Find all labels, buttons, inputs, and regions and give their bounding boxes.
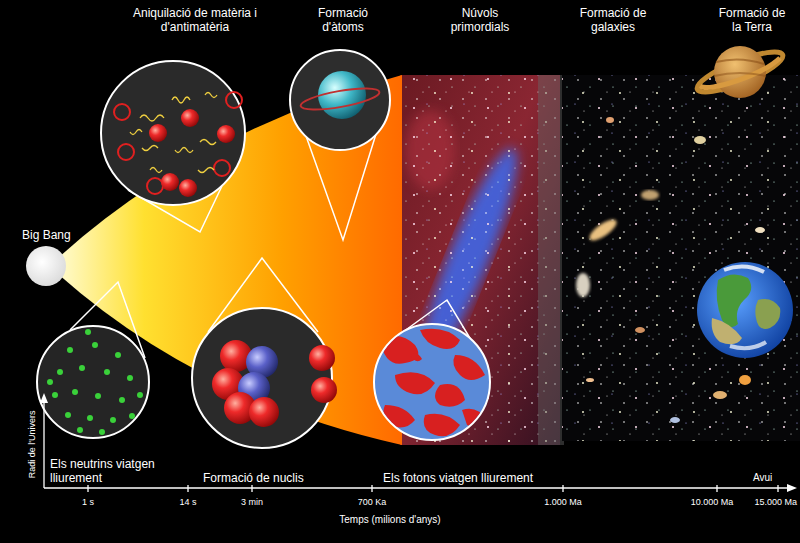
stage-label: Formació d'àtoms xyxy=(307,6,379,35)
axis-title: Temps (milions d'anys) xyxy=(339,514,440,526)
axis-tick-label: 1.000 Ma xyxy=(544,497,582,508)
axis-tick-label: 14 s xyxy=(179,497,196,508)
earth-planet xyxy=(697,262,793,358)
annihilation-circle xyxy=(101,61,245,205)
radius-axis xyxy=(40,393,48,488)
radiation-circle xyxy=(374,324,490,440)
axis-tick-label: 3 min xyxy=(241,497,263,508)
axis-tick-label: 700 Ka xyxy=(358,497,387,508)
axis-arrowhead xyxy=(787,484,797,492)
stage-label: Formació de galaxies xyxy=(577,6,649,35)
big-bang-circle xyxy=(26,246,66,286)
stage-label: Núvols primordials xyxy=(440,6,520,35)
origin-label: Big Bang xyxy=(22,228,71,242)
axis-tick-label: 1 s xyxy=(82,497,94,508)
axis-tick-label: 10.000 Ma xyxy=(691,497,734,508)
axis-tick-label: 15.000 Ma xyxy=(754,497,797,508)
axis-title: Radi de l'Univers xyxy=(28,410,39,478)
today-label: Avui xyxy=(753,472,772,484)
time-axis xyxy=(44,485,790,492)
saturn-planet xyxy=(693,45,787,100)
atom-circle xyxy=(290,50,390,150)
galaxy-field xyxy=(562,75,800,441)
era-label: Els neutrins viatgen lliurement xyxy=(50,457,168,486)
stage-label: Aniquilació de matèria i d'antimatèria xyxy=(120,6,270,35)
neutrino-circle xyxy=(37,326,149,438)
nuclei-circle xyxy=(192,308,337,448)
era-label: Formació de nuclis xyxy=(203,471,304,485)
stage-label: Formació de la Terra xyxy=(716,6,788,35)
era-label: Els fotons viatgen lliurement xyxy=(383,471,533,485)
